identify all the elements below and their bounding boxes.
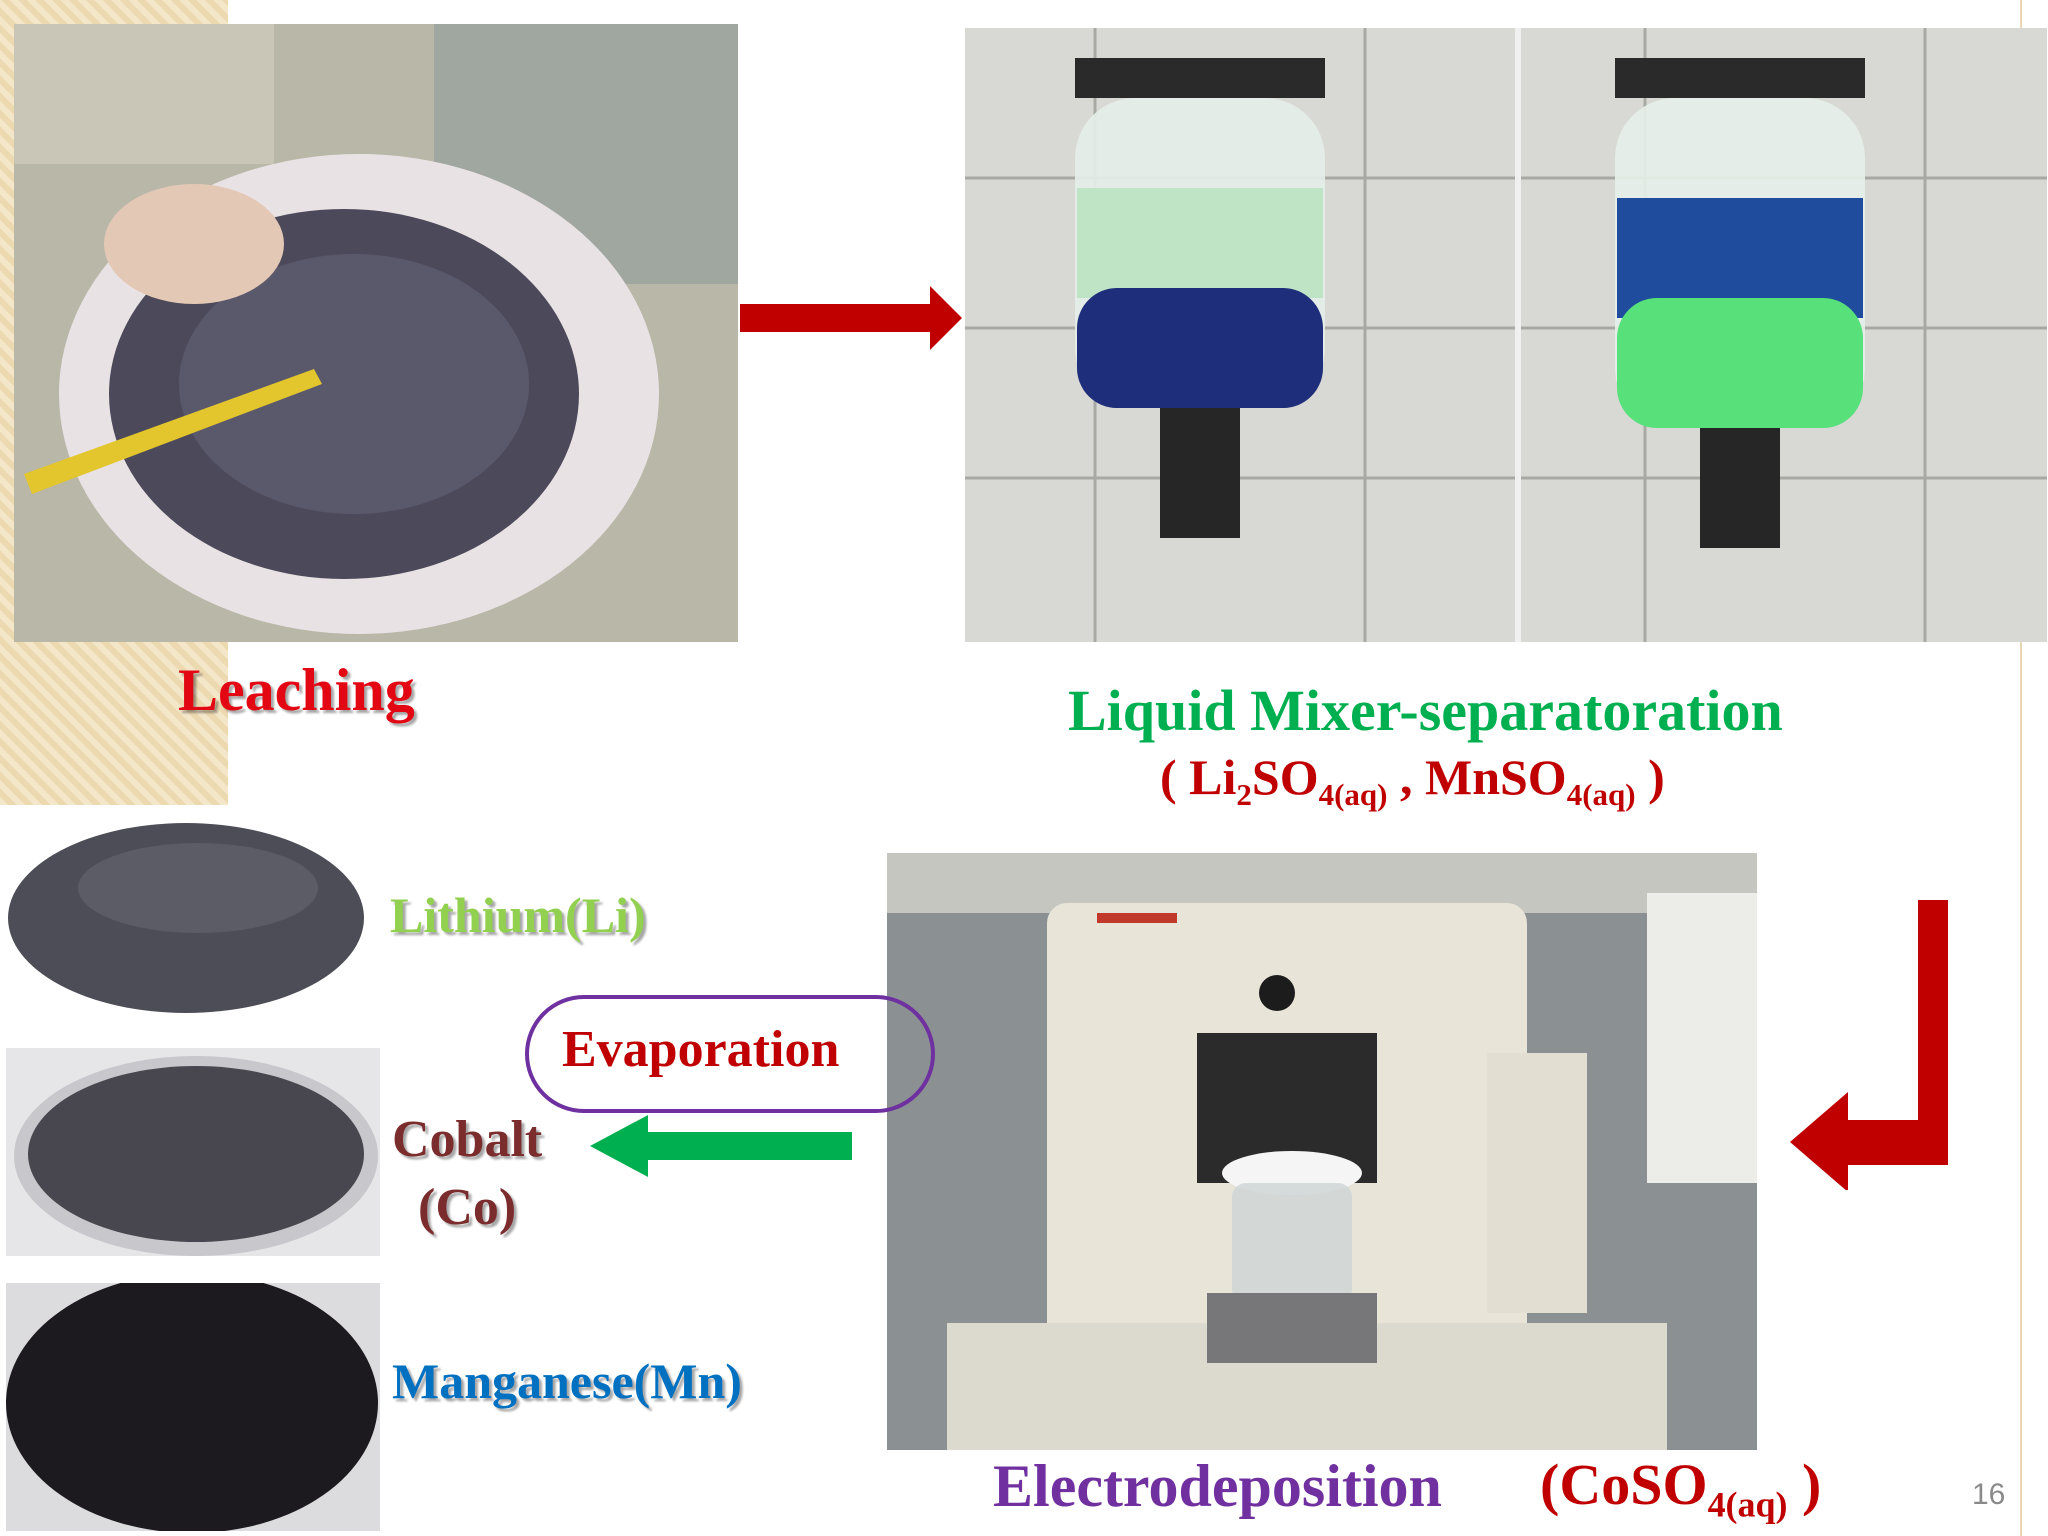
lithium-powder-photo [8, 808, 365, 1013]
right-arrow [740, 286, 962, 350]
cobalt-symbol-label: (Co) [418, 1179, 517, 1236]
mixer-title: Liquid Mixer-separatoration [1068, 678, 1783, 743]
lithium-label: Lithium(Li) [390, 887, 646, 943]
leaching-photo [14, 24, 738, 642]
electrodeposition-photo [887, 853, 1757, 1450]
mixer-separator-photo [965, 28, 2047, 642]
down-left-arrow [1790, 900, 1948, 1190]
manganese-powder-photo [6, 1283, 380, 1531]
manganese-label: Manganese(Mn) [392, 1353, 742, 1409]
left-arrow [590, 1115, 852, 1177]
leaching-label: Leaching [178, 657, 415, 723]
cobalt-label: Cobalt [392, 1111, 543, 1168]
electrodeposition-title: Electrodeposition [993, 1453, 1442, 1519]
evaporation-label: Evaporation [562, 1021, 840, 1078]
evaporation-oval [525, 995, 935, 1113]
cobalt-powder-photo [6, 1048, 380, 1256]
electrodeposition-formula: (CoSO4(aq) ) [1540, 1452, 1822, 1525]
mixer-formula: ( Li2SO4(aq) , MnSO4(aq) ) [1160, 749, 1665, 812]
page-number: 16 [1972, 1478, 2006, 1511]
decorative-right-line [2020, 0, 2022, 1536]
